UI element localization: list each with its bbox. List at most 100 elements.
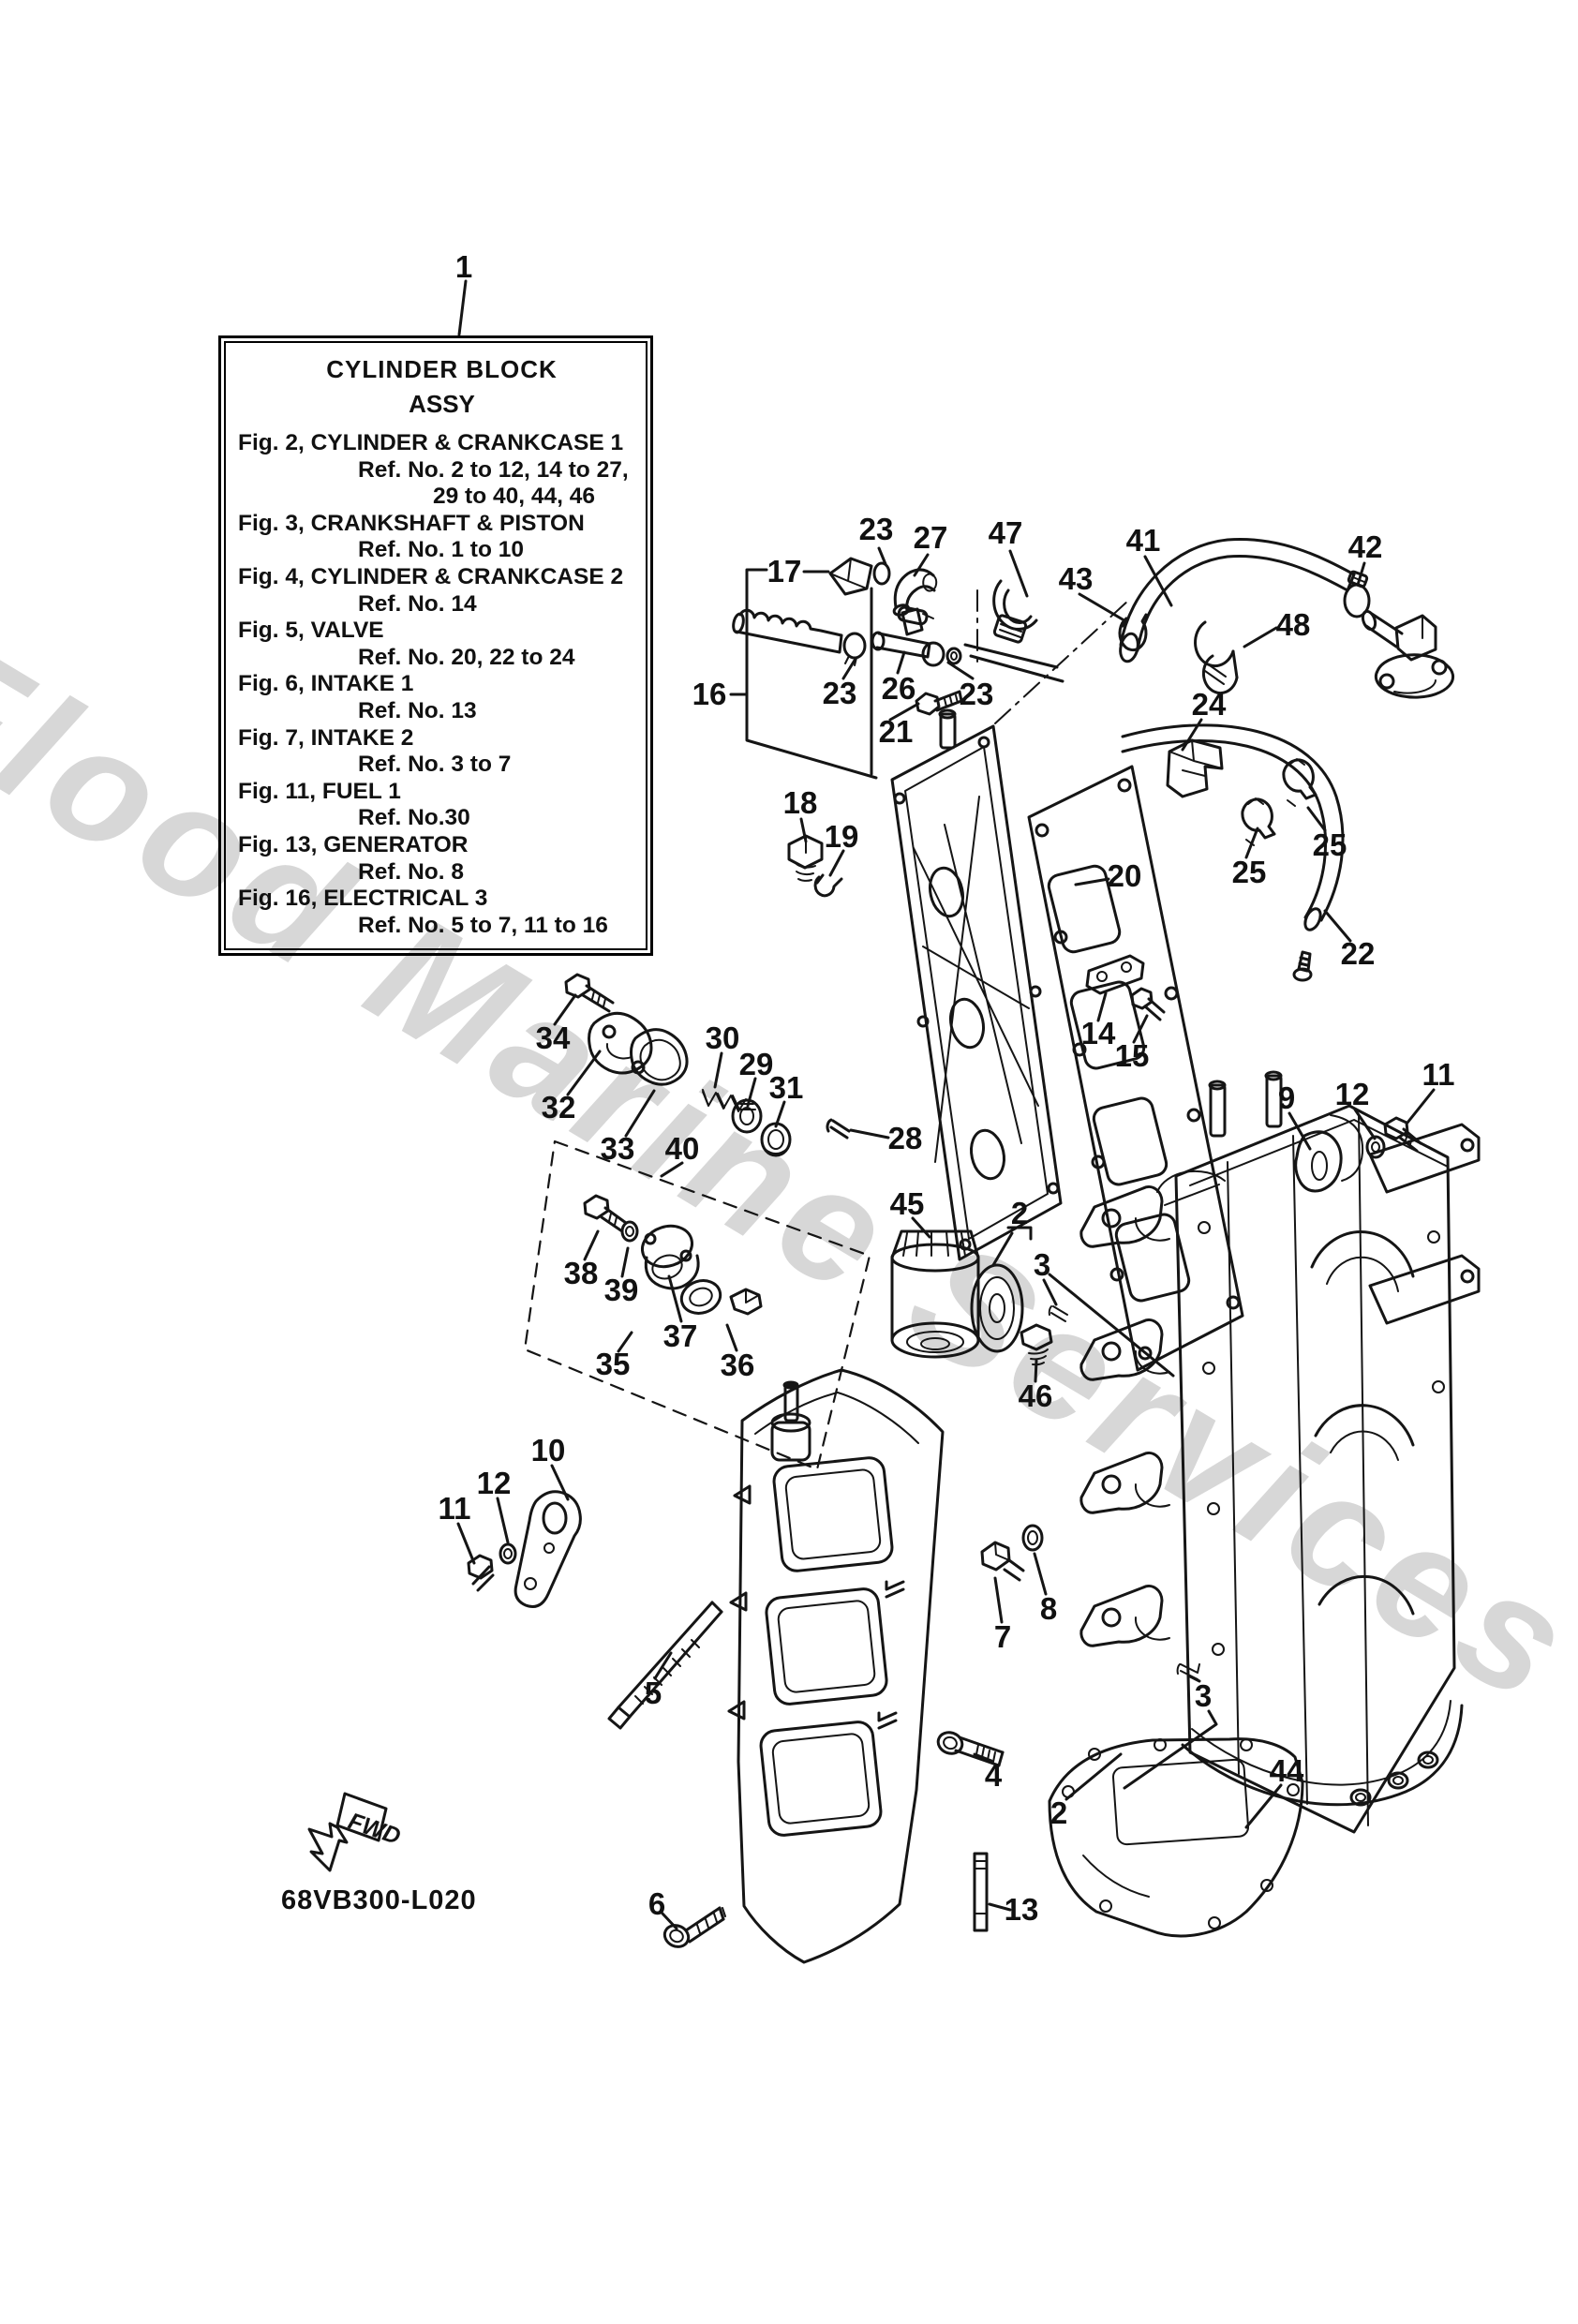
- fig-entry: Fig. 5, VALVE: [238, 618, 384, 644]
- callout-19: 19: [824, 819, 859, 854]
- callout-23: 23: [858, 512, 894, 546]
- callout-24: 24: [1191, 687, 1227, 722]
- clip-47: [992, 579, 1038, 644]
- callout-13: 13: [1004, 1892, 1039, 1927]
- seal-2: [970, 1263, 1024, 1353]
- clip-25-left: [1241, 797, 1276, 846]
- fig-ref: Ref. No.30: [358, 805, 470, 831]
- info-box-inner: CYLINDER BLOCK ASSY Fig. 2, CYLINDER & C…: [224, 341, 648, 950]
- washer-12-right: [1365, 1135, 1386, 1159]
- callout-36: 36: [720, 1348, 755, 1382]
- clip-25-right: [1282, 758, 1317, 807]
- bracket-10: [514, 1490, 582, 1608]
- seal-31: [760, 1122, 792, 1157]
- callout-27: 27: [913, 520, 948, 555]
- callout-43: 43: [1058, 561, 1094, 596]
- washer-12-left: [499, 1542, 517, 1565]
- spring-30: [702, 1089, 747, 1112]
- callout-44: 44: [1269, 1753, 1304, 1788]
- screw-clamp-42: [1343, 570, 1371, 618]
- stud-bolt-5: [607, 1601, 723, 1730]
- callout-16: 16: [692, 677, 727, 711]
- callout-41: 41: [1125, 523, 1161, 558]
- fig-entry: Fig. 4, CYLINDER & CRANKCASE 2: [238, 563, 624, 589]
- dowel-pin-3-bottom: [1176, 1663, 1200, 1680]
- drawing-code: 68VB300-L020: [281, 1885, 477, 1915]
- fig-entry: Fig. 6, INTAKE 1: [238, 671, 414, 697]
- gasket-plate-20: [1027, 765, 1244, 1372]
- clamp-24: [1166, 738, 1224, 798]
- callout-34: 34: [535, 1020, 571, 1055]
- callout-12: 12: [476, 1466, 512, 1500]
- callout-35: 35: [595, 1347, 631, 1381]
- callout-10: 10: [530, 1433, 566, 1467]
- oil-filter-45: [890, 1229, 980, 1359]
- bolt-11-right: [1383, 1116, 1422, 1153]
- callout-11: 11: [1422, 1057, 1455, 1092]
- fig-entry: Fig. 16, ELECTRICAL 3: [238, 886, 488, 912]
- callout-38: 38: [563, 1256, 599, 1290]
- info-box: CYLINDER BLOCK ASSY Fig. 2, CYLINDER & C…: [218, 335, 653, 956]
- bolt-15: [1130, 987, 1166, 1021]
- fig-ref: Ref. No. 20, 22 to 24: [358, 644, 575, 670]
- washer-8: [1021, 1524, 1044, 1552]
- callout-8: 8: [1039, 1591, 1058, 1626]
- callout-23: 23: [822, 676, 857, 710]
- fig-ref: Ref. No. 13: [358, 697, 477, 723]
- callout-45: 45: [889, 1186, 925, 1221]
- callout-47: 47: [988, 515, 1023, 550]
- bolt-38: [583, 1194, 628, 1233]
- fig-ref: Ref. No. 8: [358, 858, 464, 885]
- hose-22: [1121, 723, 1345, 931]
- callout-9: 9: [1277, 1080, 1296, 1115]
- callout-4: 4: [984, 1758, 1003, 1793]
- fig-ref: Ref. No. 5 to 7, 11 to 16: [358, 912, 608, 938]
- clip-19: [813, 873, 843, 898]
- callout-33: 33: [600, 1131, 635, 1166]
- washer-39: [620, 1220, 639, 1243]
- cylinder-head-cover: [727, 1368, 945, 1964]
- callout-21: 21: [878, 714, 914, 749]
- callout-40: 40: [664, 1131, 700, 1166]
- callout-11: 11: [438, 1491, 471, 1526]
- water-outlet-fitting: [1361, 609, 1454, 699]
- callout-12: 12: [1334, 1077, 1370, 1111]
- fig-ref: Ref. No. 14: [358, 590, 477, 617]
- fig-entry: Fig. 3, CRANKSHAFT & PISTON: [238, 510, 585, 536]
- bolt-7: [980, 1541, 1025, 1582]
- callout-30: 30: [705, 1020, 740, 1055]
- callout-2: 2: [1050, 1795, 1068, 1830]
- hook-bracket: [1330, 1114, 1364, 1182]
- fig-entry: Fig. 7, INTAKE 2: [238, 724, 414, 751]
- fig-ref: Ref. No. 2 to 12, 14 to 27,: [358, 456, 629, 483]
- fig-entry: Fig. 13, GENERATOR: [238, 831, 469, 857]
- callout-20: 20: [1107, 858, 1142, 893]
- bracket-9: [1294, 1130, 1343, 1193]
- callout-7: 7: [993, 1619, 1012, 1654]
- screw-22-end: [1292, 950, 1313, 982]
- fig-entry: Fig. 11, FUEL 1: [238, 778, 401, 804]
- elbow-hose-27: [892, 568, 938, 617]
- callout-5: 5: [644, 1676, 662, 1710]
- clamp-plate-14: [1085, 954, 1145, 995]
- callout-14: 14: [1080, 1016, 1116, 1050]
- cover-37: [641, 1224, 700, 1290]
- fwd-arrow: FWD: [307, 1792, 404, 1872]
- fig-ref: Ref. No. 1 to 10: [358, 537, 524, 563]
- fig-entry: Fig. 2, CYLINDER & CRANKCASE 1: [238, 430, 624, 455]
- fitting-17: [828, 557, 873, 596]
- clamp-ring-23-top: [872, 561, 891, 586]
- info-box-subtitle: ASSY: [409, 390, 475, 418]
- seal-36: [679, 1279, 763, 1316]
- callout-37: 37: [662, 1318, 698, 1353]
- callout-15: 15: [1114, 1038, 1150, 1073]
- callout-6: 6: [648, 1886, 666, 1921]
- exhaust-cover-plate: [890, 708, 1063, 1261]
- callout-48: 48: [1275, 607, 1311, 642]
- clamp-ring-23-right: [921, 641, 962, 667]
- dowel-pin-3-top: [1048, 1305, 1068, 1322]
- bolt-34: [564, 973, 615, 1013]
- stud-13: [973, 1852, 989, 1932]
- callout-2: 2: [1010, 1196, 1029, 1230]
